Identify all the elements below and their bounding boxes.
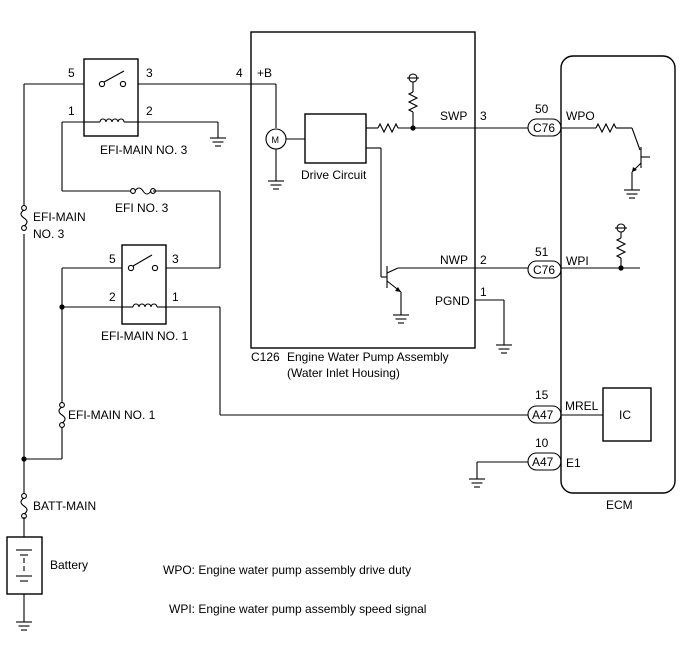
fuse-efi-no3-label: EFI NO. 3 (115, 201, 169, 215)
pump-pin-b-name: +B (257, 66, 272, 80)
fuse-efi-main-no3-label: EFI-MAIN (33, 210, 86, 224)
pump-pin-b-num: 4 (236, 66, 243, 80)
battery-label: Battery (50, 558, 88, 572)
pump-swp-name: SWP (440, 109, 467, 123)
relay1-label: EFI-MAIN NO. 1 (101, 329, 189, 343)
battery-icon (6, 536, 43, 595)
fuse-icon (58, 402, 66, 428)
relay3-pin2: 2 (146, 104, 153, 118)
pump-pgnd-name: PGND (435, 294, 470, 308)
relay3-pin3: 3 (146, 66, 153, 80)
ecm-pin-wpi-num: 51 (535, 245, 549, 259)
ecm-pin-wpo-conn: C76 (533, 121, 555, 135)
ecm-pin-mrel-name: MREL (565, 399, 599, 413)
ecm-pin-mrel-num: 15 (535, 388, 549, 402)
fuse-icon (130, 187, 156, 195)
relay1-pin5: 5 (109, 252, 116, 266)
relay1-pin3: 3 (172, 252, 179, 266)
fuse-efi-main-no3-label-2: NO. 3 (33, 227, 65, 241)
pump-pgnd-num: 1 (480, 285, 487, 299)
ecm-pin-mrel-conn: A47 (532, 408, 554, 422)
e1-ground-wiring (469, 461, 528, 488)
ecm-wpo-circuit (561, 122, 650, 199)
fuse-icon (20, 205, 28, 231)
ecm-pin-e1-name: E1 (566, 456, 581, 470)
ecm-pin-e1-num: 10 (535, 436, 549, 450)
relay-efi-main-no1 (121, 244, 167, 325)
ecm-box (560, 55, 676, 494)
drive-circuit-label: Drive Circuit (301, 168, 367, 182)
ecm-pin-wpo-name: WPO (566, 109, 595, 123)
power-bus-wires (21, 83, 528, 622)
ecm-ic-label: IC (619, 408, 631, 422)
pump-connector-id: C126 (251, 350, 280, 364)
nwp-wiring (366, 147, 528, 324)
ecm-label: ECM (606, 498, 633, 512)
relay1-pin2: 2 (109, 290, 116, 304)
pump-nwp-name: NWP (440, 253, 468, 267)
swp-wiring (366, 73, 528, 134)
pump-assembly-box (250, 31, 476, 349)
relay1-pin1: 1 (172, 290, 179, 304)
pump-swp-num: 3 (480, 109, 487, 123)
ecm-pin-wpi-conn: C76 (533, 263, 555, 277)
ecm-pin-e1-conn: A47 (532, 455, 554, 469)
ground-icon (16, 621, 32, 631)
ecm-pin-wpi-name: WPI (566, 254, 589, 268)
pump-title-line2: (Water Inlet Housing) (287, 366, 400, 380)
ecm-ic (561, 387, 652, 442)
pump-title-line1: Engine Water Pump Assembly (287, 350, 449, 364)
connector-c76-wpi (527, 260, 562, 279)
fuse-batt-main-label: BATT-MAIN (33, 499, 96, 513)
pgnd-wiring (475, 299, 512, 354)
legend-wpo: WPO: Engine water pump assembly drive du… (163, 563, 411, 577)
fuse-efi-main-no1-label: EFI-MAIN NO. 1 (68, 408, 156, 422)
motor-label: M (272, 135, 280, 145)
relay3-label: EFI-MAIN NO. 3 (100, 143, 188, 157)
pump-nwp-num: 2 (480, 253, 487, 267)
fuse-icon (20, 493, 28, 519)
legend-wpi: WPI: Engine water pump assembly speed si… (169, 602, 426, 616)
motor-icon (265, 128, 305, 190)
relay3-pin1: 1 (68, 104, 75, 118)
relay-efi-main-no3 (83, 58, 139, 137)
ecm-wpi-circuit (561, 223, 640, 271)
ecm-pin-wpo-num: 50 (535, 102, 549, 116)
ground-icon (210, 137, 226, 147)
relay3-pin5: 5 (68, 66, 75, 80)
drive-circuit-box (304, 113, 367, 164)
